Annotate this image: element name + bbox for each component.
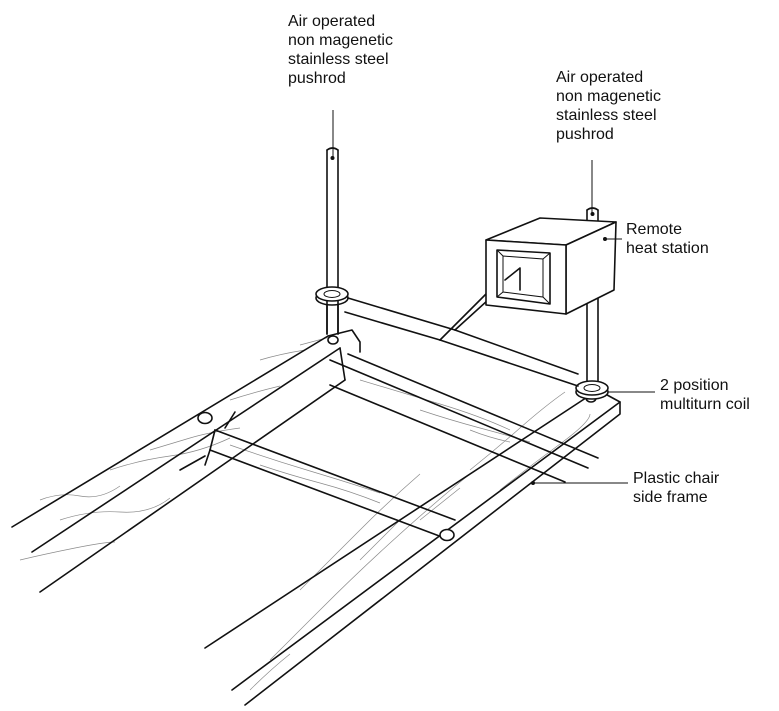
svg-text:stainless steel: stainless steel (556, 107, 657, 124)
svg-text:stainless steel: stainless steel (288, 51, 389, 68)
svg-text:side frame: side frame (633, 489, 708, 506)
leader-lines (531, 238, 655, 485)
svg-text:non magenetic: non magenetic (288, 32, 393, 49)
label-pushrod-right: Air operated non magenetic stainless ste… (556, 69, 661, 143)
svg-text:heat station: heat station (626, 240, 709, 257)
svg-text:Remote: Remote (626, 221, 682, 238)
wood-grain (19, 336, 591, 691)
svg-text:pushrod: pushrod (556, 126, 614, 143)
label-coil: 2 position multiturn coil (660, 377, 750, 413)
svg-text:2 position: 2 position (660, 377, 729, 394)
right-coil (575, 380, 609, 400)
svg-text:non magenetic: non magenetic (556, 88, 661, 105)
svg-text:multiturn coil: multiturn coil (660, 396, 750, 413)
svg-text:pushrod: pushrod (288, 70, 346, 87)
remote-heat-station (485, 217, 617, 315)
label-heat-station: Remote heat station (626, 221, 709, 257)
label-pushrod-left: Air operated non magenetic stainless ste… (288, 13, 393, 87)
svg-text:Air operated: Air operated (556, 69, 643, 86)
left-coil (315, 286, 349, 335)
plastic-chair-frame (11, 329, 621, 706)
bolt-hole-left (197, 411, 213, 425)
svg-text:Plastic chair: Plastic chair (633, 470, 720, 487)
label-frame: Plastic chair side frame (633, 470, 720, 506)
bolt-hole-middle (439, 528, 455, 542)
svg-text:Air operated: Air operated (288, 13, 375, 30)
bolt-hole-left-post (327, 335, 339, 345)
